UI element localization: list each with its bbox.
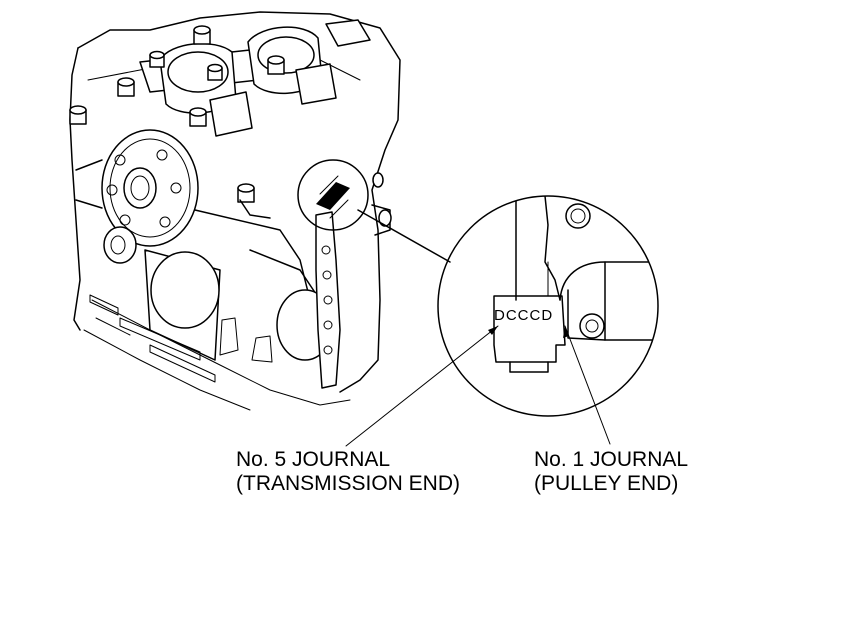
label-no5-line2: (TRANSMISSION END) [236,472,461,495]
crank-pulley [75,129,199,247]
bolt-5 [267,55,285,75]
bolt-3 [117,77,135,97]
label-no1-line1: No. 1 JOURNAL [534,448,689,471]
magnified-detail: DCCCD [437,195,659,417]
magnify-connector [357,209,451,263]
bolt-2 [149,50,165,68]
leader-lines [345,325,611,447]
bolt-6 [189,107,207,127]
label-no5-journal: No. 5 JOURNAL (TRANSMISSION END) [236,448,460,496]
bolt-8 [237,183,255,203]
arrow-no1 [563,326,569,338]
arrow-no5 [488,326,498,335]
engine-block [69,11,401,411]
label-no1-line2: (PULLEY END) [534,472,679,495]
cap-bolts [69,25,285,203]
bolt-4 [207,63,223,81]
bolt-1 [193,25,211,45]
leader-no1 [564,325,611,445]
label-no5-line1: No. 5 JOURNAL [236,448,391,471]
label-no1-journal: No. 1 JOURNAL (PULLEY END) [534,448,688,496]
journal-code-text: DCCCD [494,307,553,324]
idler-pulley [103,226,137,264]
callout-source-circle [297,159,369,231]
crankshaft-assembly [139,19,371,137]
leader-no5 [345,325,499,447]
bolt-7 [69,105,87,125]
